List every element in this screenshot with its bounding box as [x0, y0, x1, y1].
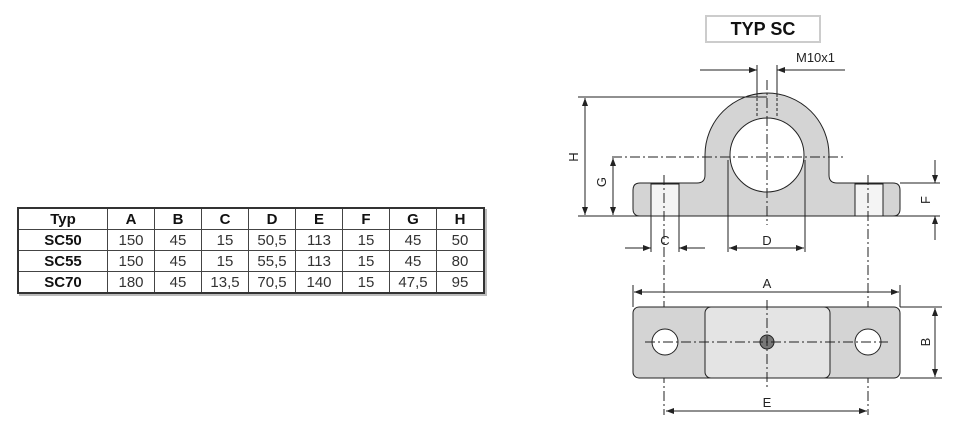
dim-label-b: B: [918, 338, 933, 347]
front-view: [612, 80, 901, 415]
dim-label-h: H: [566, 152, 581, 161]
value-cell: 50: [436, 229, 485, 251]
value-cell: 70,5: [248, 271, 296, 294]
value-cell: 13,5: [201, 271, 249, 294]
drawing-title: TYP SC: [705, 15, 821, 43]
value-cell: 45: [154, 229, 202, 251]
value-cell: 47,5: [389, 271, 437, 294]
value-cell: 15: [342, 271, 390, 294]
value-cell: 113: [295, 250, 343, 272]
type-cell: SC55: [17, 250, 108, 272]
dim-label-c: C: [660, 233, 669, 248]
value-cell: 95: [436, 271, 485, 294]
value-cell: 45: [389, 250, 437, 272]
value-cell: 45: [154, 271, 202, 294]
thread-label: M10x1: [796, 50, 835, 65]
value-cell: 55,5: [248, 250, 296, 272]
value-cell: 15: [201, 250, 249, 272]
dim-label-g: G: [594, 177, 609, 187]
value-cell: 113: [295, 229, 343, 251]
dim-label-e: E: [763, 395, 772, 410]
value-cell: 150: [107, 250, 155, 272]
dim-label-a: A: [763, 276, 772, 291]
top-view: [632, 300, 901, 390]
type-cell: SC70: [17, 271, 108, 294]
dim-label-f: F: [918, 196, 933, 204]
dim-label-d: D: [762, 233, 771, 248]
value-cell: 180: [107, 271, 155, 294]
value-cell: 80: [436, 250, 485, 272]
value-cell: 45: [154, 250, 202, 272]
